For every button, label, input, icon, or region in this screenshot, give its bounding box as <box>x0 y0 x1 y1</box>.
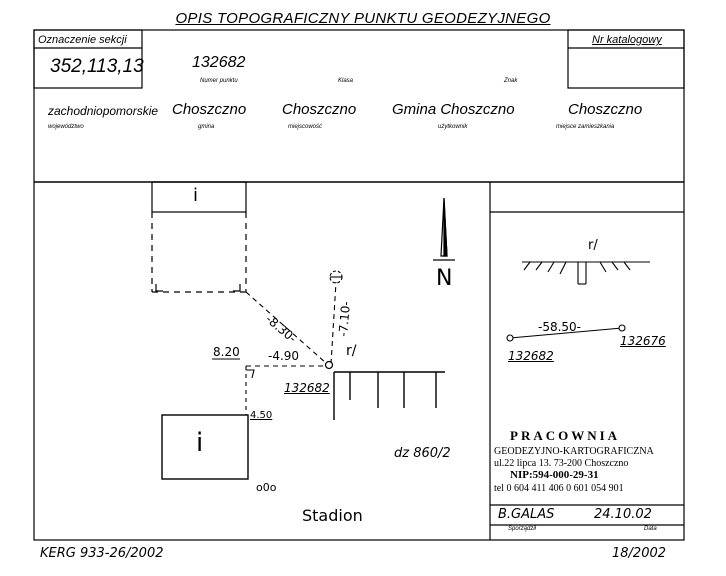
sign-label: Znak <box>504 78 518 84</box>
gmina: Choszczno <box>172 101 247 118</box>
footer-right: 18/2002 <box>612 546 667 561</box>
side-distance: -58.50- <box>538 320 582 334</box>
witness-mark <box>329 270 343 284</box>
class-label: Klasa <box>338 78 354 84</box>
date: 24.10.02 <box>594 507 652 522</box>
author-label: Sporządził <box>508 526 537 532</box>
side-point-b: 132676 <box>620 334 666 348</box>
stamp-title: PRACOWNIA <box>510 428 621 443</box>
point-id-label: 132682 <box>284 381 330 395</box>
stamp-line3: ul.22 lipca 13. 73-200 Choszczno <box>494 458 629 469</box>
point-number: 132682 <box>192 54 246 71</box>
lamp-label: o0o <box>256 481 277 494</box>
symbol-i-top: i <box>193 185 199 206</box>
dist-4-90: -4.90 <box>268 349 300 363</box>
user-label: użytkownik <box>438 124 468 130</box>
residence: Choszczno <box>568 101 643 118</box>
user: Gmina Choszczno <box>392 101 515 118</box>
mark-r: r/ <box>346 343 357 359</box>
dist-4-50: 4.50 <box>250 410 273 421</box>
side-mark-r: r/ <box>588 238 598 253</box>
fence <box>333 371 445 420</box>
locality: Choszczno <box>282 101 357 118</box>
stamp-line2: GEODEZYJNO-KARTOGRAFICZNA <box>494 446 654 457</box>
stamp-line4: NIP:594-000-29-31 <box>510 469 599 481</box>
voivodeship-label: województwo <box>48 124 84 130</box>
section-label: Oznaczenie sekcji <box>38 34 127 46</box>
residence-label: miejsce zamieszkania <box>556 124 615 130</box>
parcel-label: dz 860/2 <box>394 446 451 461</box>
point-number-label: Numer punktu <box>200 78 238 84</box>
section-value: 352,113,13 <box>50 56 144 77</box>
cross-section <box>522 261 650 285</box>
author: B.GALAS <box>498 507 555 522</box>
symbol-i-bottom: i <box>196 428 204 458</box>
north-label: N <box>436 266 453 291</box>
north-arrow <box>433 197 455 261</box>
side-point-a: 132682 <box>508 349 554 363</box>
stadion-label: Stadion <box>302 506 363 525</box>
point-marker <box>324 360 334 370</box>
voivodeship: zachodniopomorskie <box>48 104 159 118</box>
catalog-label: Nr katalogowy <box>592 34 662 46</box>
date-label: Data <box>644 526 657 532</box>
stamp-line5: tel 0 604 411 406 0 601 054 901 <box>494 483 624 494</box>
document-title: OPIS TOPOGRAFICZNY PUNKTU GEODEZYJNEGO <box>175 10 551 27</box>
locality-label: miejscowość <box>288 124 323 130</box>
building-top <box>151 181 247 293</box>
dist-8-20: 8.20 <box>213 345 240 359</box>
building-bottom <box>161 414 249 480</box>
footer-left: KERG 933-26/2002 <box>40 546 164 561</box>
gmina-label: gmina <box>198 124 215 130</box>
